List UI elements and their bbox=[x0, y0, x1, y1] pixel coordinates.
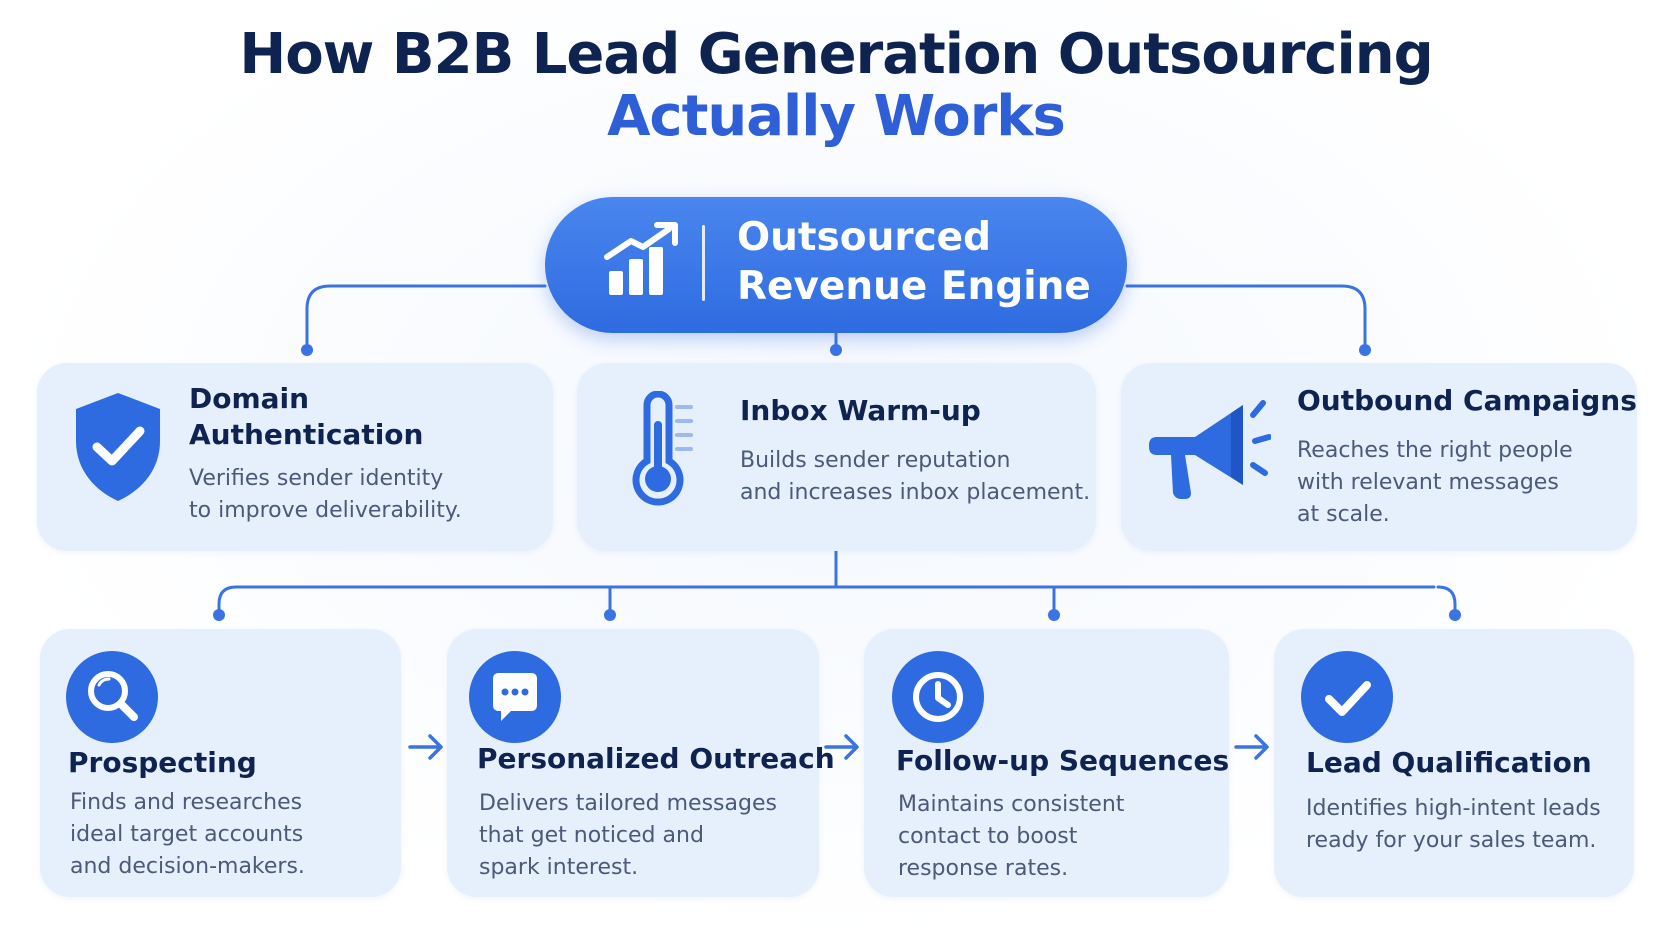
card-title-line: Inbox Warm-up bbox=[740, 394, 981, 427]
thermometer-icon bbox=[632, 391, 693, 506]
card-follow-up-sequences: Follow-up Sequences Maintains consistent… bbox=[864, 629, 1229, 897]
card-description-line: response rates. bbox=[898, 856, 1069, 881]
card-title-line: Outbound Campaigns bbox=[1297, 384, 1637, 417]
card-description-line: ideal target accounts bbox=[70, 822, 304, 847]
card-description: Identifies high-intent leads ready for y… bbox=[1306, 793, 1601, 857]
card-title: Prospecting bbox=[68, 746, 257, 779]
connector-hub-left bbox=[305, 284, 547, 351]
card-title: Domain Authentication bbox=[189, 381, 423, 453]
card-description-line: to improve deliverability. bbox=[189, 498, 462, 523]
checkmark-icon bbox=[1301, 651, 1393, 743]
connector-dot bbox=[1449, 609, 1461, 621]
hub-label-line-1: Outsourced bbox=[737, 215, 992, 260]
card-description: Delivers tailored messages that get noti… bbox=[479, 788, 777, 884]
card-title-line: Authentication bbox=[189, 418, 424, 451]
card-description: Builds sender reputation and increases i… bbox=[740, 445, 1090, 509]
card-title-line: Domain bbox=[189, 382, 310, 415]
card-title: Lead Qualification bbox=[1306, 746, 1592, 779]
connector-dot bbox=[1359, 344, 1371, 356]
megaphone-icon bbox=[1149, 400, 1271, 499]
card-prospecting: Prospecting Finds and researches ideal t… bbox=[40, 629, 401, 897]
card-outbound-campaigns: Outbound Campaigns Reaches the right peo… bbox=[1121, 363, 1637, 551]
card-description: Verifies sender identity to improve deli… bbox=[189, 463, 462, 527]
card-description-line: ready for your sales team. bbox=[1306, 828, 1597, 853]
card-description-line: spark interest. bbox=[479, 855, 639, 880]
connector-drop-1 bbox=[217, 585, 238, 616]
card-description-line: contact to boost bbox=[898, 824, 1078, 849]
card-description-line: Builds sender reputation bbox=[740, 448, 1011, 473]
card-description-line: and decision-makers. bbox=[70, 854, 305, 879]
connector-drop-4 bbox=[1436, 585, 1457, 616]
card-description-line: Finds and researches bbox=[70, 790, 303, 815]
card-description-line: Verifies sender identity bbox=[189, 466, 444, 491]
card-description: Finds and researches ideal target accoun… bbox=[70, 787, 305, 883]
hub-divider bbox=[702, 225, 705, 301]
card-description-line: Maintains consistent bbox=[898, 792, 1125, 817]
card-description-line: that get noticed and bbox=[479, 823, 704, 848]
card-description: Maintains consistent contact to boost re… bbox=[898, 789, 1124, 885]
shield-check-icon bbox=[76, 393, 160, 501]
clock-icon bbox=[892, 651, 984, 743]
connector-dot bbox=[213, 609, 225, 621]
connector-dot bbox=[830, 344, 842, 356]
card-description-line: Delivers tailored messages bbox=[479, 791, 777, 816]
card-personalized-outreach: Personalized Outreach Delivers tailored … bbox=[447, 629, 835, 897]
search-icon bbox=[66, 651, 158, 743]
page-title-line-2: Actually Works bbox=[607, 84, 1066, 149]
card-domain-authentication: Domain Authentication Verifies sender id… bbox=[37, 363, 553, 551]
card-description: Reaches the right people with relevant m… bbox=[1297, 435, 1573, 531]
card-inbox-warm-up: Inbox Warm-up Builds sender reputation a… bbox=[577, 363, 1096, 551]
card-description-line: Identifies high-intent leads bbox=[1306, 796, 1601, 821]
card-title: Follow-up Sequences bbox=[896, 744, 1230, 777]
connector-hub-right bbox=[1125, 284, 1367, 351]
connector-dot bbox=[604, 609, 616, 621]
card-title: Personalized Outreach bbox=[477, 742, 835, 775]
growth-chart-icon bbox=[604, 222, 678, 295]
card-title: Outbound Campaigns bbox=[1297, 383, 1637, 419]
card-title: Inbox Warm-up bbox=[740, 393, 981, 429]
revenue-engine-hub: Outsourced Revenue Engine bbox=[545, 197, 1127, 333]
flow-arrow-right-icon bbox=[1234, 734, 1269, 760]
chat-icon bbox=[469, 651, 561, 743]
flow-arrow-right-icon bbox=[824, 734, 859, 760]
card-lead-qualification: Lead Qualification Identifies high-inten… bbox=[1274, 629, 1634, 897]
flow-arrow-right-icon bbox=[408, 734, 443, 760]
card-description-line: and increases inbox placement. bbox=[740, 480, 1091, 505]
connector-dot bbox=[301, 344, 313, 356]
hub-label: Outsourced Revenue Engine bbox=[737, 213, 1091, 311]
card-description-line: with relevant messages bbox=[1297, 470, 1559, 495]
card-description-line: Reaches the right people bbox=[1297, 438, 1573, 463]
page-title-line-1: How B2B Lead Generation Outsourcing bbox=[239, 22, 1433, 87]
connector-dot bbox=[1048, 609, 1060, 621]
card-description-line: at scale. bbox=[1297, 502, 1390, 527]
hub-label-line-2: Revenue Engine bbox=[737, 264, 1091, 309]
